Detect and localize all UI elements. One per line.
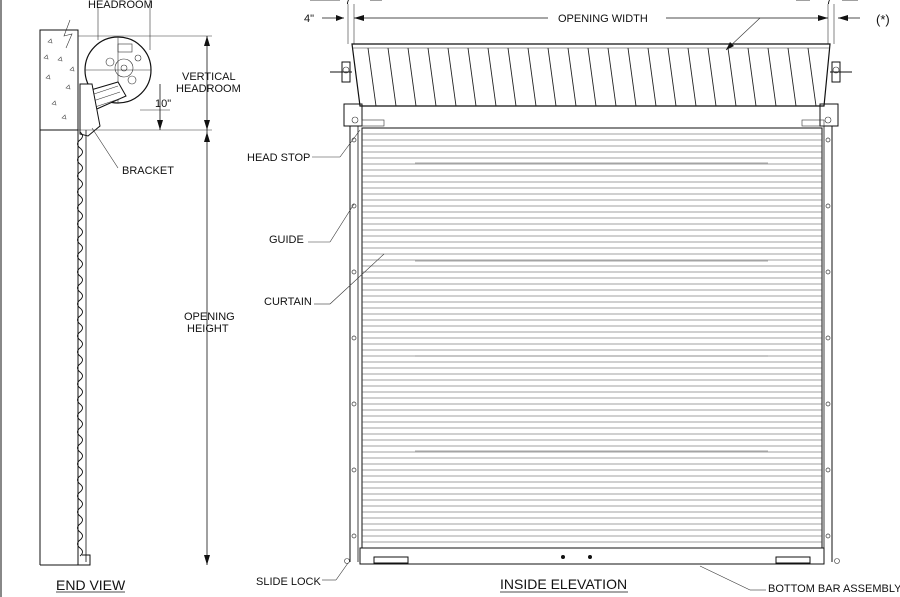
dim-4-label: 4": [304, 13, 314, 25]
wall-speckle: [43, 54, 49, 60]
right-guide: [823, 126, 833, 562]
opening-width-label: OPENING WIDTH: [558, 13, 648, 25]
hood-stripe: [547, 47, 557, 107]
wall-speckle: [51, 100, 57, 106]
guide-hole: [351, 269, 357, 275]
hood: [351, 43, 831, 107]
hood-stripe: [687, 47, 697, 107]
guide-hole: [351, 533, 357, 539]
hood-stripe: [367, 47, 377, 107]
opening-height-label-2: HEIGHT: [187, 323, 229, 335]
wall-speckle: [61, 114, 67, 120]
vertical-headroom-label-2: HEADROOM: [176, 83, 241, 95]
headroom-label: HEADROOM: [88, 0, 153, 11]
bottom-bar-assembly-label: BOTTOM BAR ASSEMBLY: [768, 583, 900, 595]
asterisk-label: (*): [876, 12, 890, 27]
wall-speckle: [57, 56, 63, 62]
wall-speckle: [69, 66, 75, 72]
left-guide: [349, 126, 359, 562]
head-stop-label: HEAD STOP: [247, 152, 310, 164]
inside-elevation: 4" 7" OPENING WIDTH 7" (*): [247, 0, 900, 595]
hood-stripe: [507, 47, 517, 107]
guide-hole: [825, 335, 831, 341]
opening-height-label-1: OPENING: [184, 311, 235, 323]
wall-section: [39, 19, 90, 566]
hood-stripe: [627, 47, 637, 107]
right-bracket-hardware: [801, 61, 852, 127]
guide-hole: [825, 137, 831, 143]
hood-stripe: [487, 47, 497, 107]
hood-stripe: [467, 47, 477, 107]
dim-7-right-label: 7": [826, 0, 836, 7]
hood-stripe: [587, 47, 597, 107]
guide-label: GUIDE: [269, 234, 304, 246]
hood-stripe: [407, 47, 417, 107]
hood-stripe: [527, 47, 537, 107]
wall-speckle: [65, 84, 71, 90]
hood-stripe: [447, 47, 457, 107]
wall-speckle: [45, 74, 51, 80]
hood-stripe: [567, 47, 577, 107]
hood-stripe: [727, 47, 737, 107]
slide-lock-label: SLIDE LOCK: [256, 576, 321, 588]
wall-speckle: [47, 38, 53, 44]
curtain-profile: [77, 131, 83, 557]
hood-stripe: [607, 47, 617, 107]
end-view: HEADROOM VERTICAL HEADROOM 10" BRACKET O…: [0, 0, 241, 597]
hood-stripe: [787, 47, 797, 107]
hood-stripe: [427, 47, 437, 107]
hood-stripe: [387, 47, 397, 107]
hood-stripe: [807, 47, 817, 107]
curtain-slats: [361, 127, 823, 549]
guide-hole: [825, 269, 831, 275]
bracket-label: BRACKET: [122, 165, 174, 177]
end-view-title: END VIEW: [56, 577, 126, 593]
hood-stripe: [667, 47, 677, 107]
left-bracket-hardware: [330, 61, 385, 127]
curtain-label: CURTAIN: [264, 296, 312, 308]
guide-hole: [825, 467, 831, 473]
guide-hole: [825, 533, 831, 539]
hood-stripe: [747, 47, 757, 107]
bottom-bar: [344, 547, 840, 565]
vertical-headroom-label-1: VERTICAL: [182, 71, 236, 83]
guide-hole: [351, 335, 357, 341]
inside-elevation-title: INSIDE ELEVATION: [500, 576, 627, 592]
guide-hole: [825, 203, 831, 209]
hood-stripe: [707, 47, 717, 107]
guide-hole: [351, 401, 357, 407]
dim-10-label: 10": [155, 98, 171, 110]
guide-hole: [351, 467, 357, 473]
guide-hole: [825, 401, 831, 407]
hood-stripe: [767, 47, 777, 107]
hood-stripe: [647, 47, 657, 107]
dim-7-left-label: 7": [345, 0, 355, 7]
